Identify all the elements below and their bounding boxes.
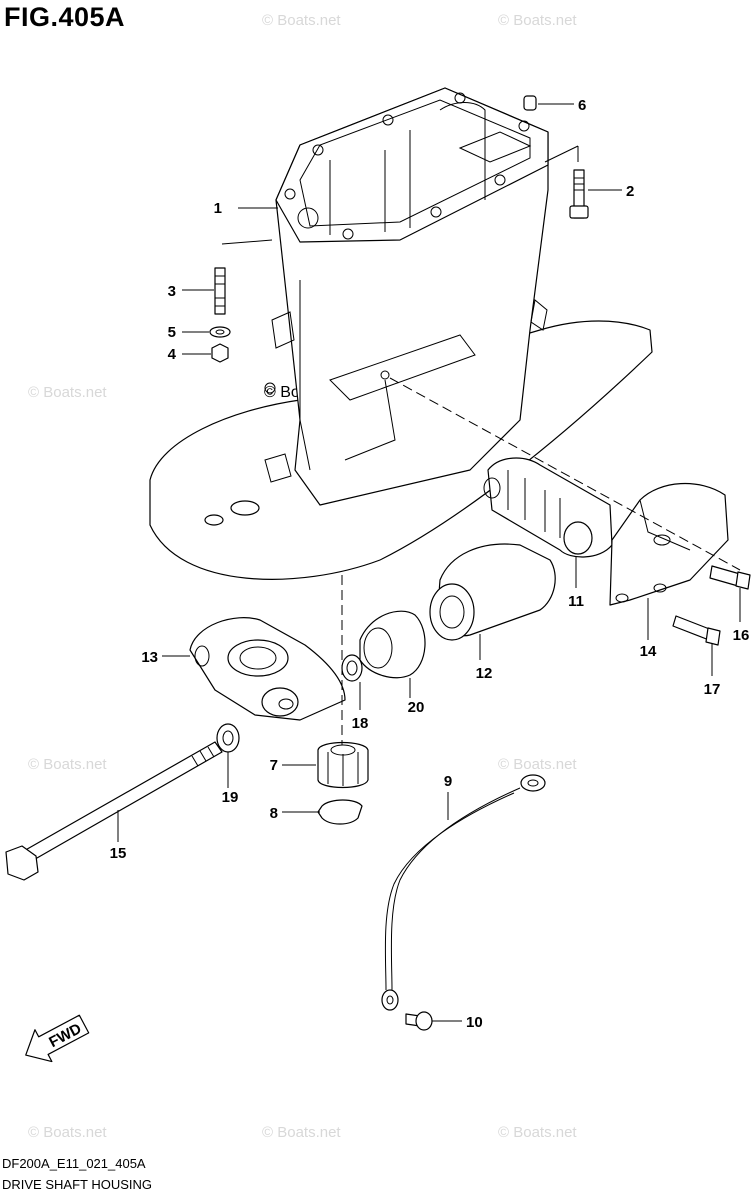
fwd-arrow: FWD (25, 1014, 90, 1063)
flange-bolt (569, 169, 589, 219)
watermark: © Boats.net (262, 1124, 341, 1141)
castle-nut (317, 741, 369, 789)
figure-title: FIG.405A (4, 2, 126, 32)
o-ring (317, 799, 363, 825)
long-bolt (5, 741, 223, 881)
watermark: © Boats.net (262, 12, 341, 29)
stud-bolt (214, 267, 226, 315)
ground-wire (381, 774, 546, 1011)
washer (209, 326, 231, 338)
nut (211, 343, 229, 363)
figure-name: DRIVE SHAFT HOUSING (2, 1177, 153, 1192)
drive-shaft-housing (149, 87, 653, 580)
callout-9: 9 (444, 773, 452, 790)
callout-16: 16 (733, 627, 750, 644)
watermark: © Boats.net (28, 756, 107, 773)
callout-5: 5 (168, 324, 176, 341)
callout-8: 8 (270, 805, 278, 822)
figure-code: DF200A_E11_021_405A (2, 1156, 146, 1171)
watermark: © Boats.net (498, 756, 577, 773)
callout-20: 20 (408, 699, 425, 716)
mount-damper (429, 543, 556, 641)
callout-10: 10 (466, 1014, 483, 1031)
callout-3: 3 (168, 283, 176, 300)
callout-12: 12 (476, 665, 493, 682)
callout-15: 15 (110, 845, 127, 862)
watermark: © Boats.net (498, 1124, 577, 1141)
damper-sleeve (359, 610, 426, 679)
watermark: © Boats.net (498, 12, 577, 29)
callout-13: 13 (141, 649, 158, 666)
callout-1: 1 (214, 200, 222, 217)
dowel-pin (523, 95, 537, 111)
watermark: © Boats.net (28, 384, 107, 401)
callout-18: 18 (352, 715, 369, 732)
mount-bracket (609, 483, 729, 606)
watermark: © Boats.net (28, 1124, 107, 1141)
ground-screw (405, 1011, 433, 1031)
mount-rubber (483, 457, 613, 558)
bracket-bolt-upper (709, 565, 751, 590)
callout-14: 14 (640, 643, 657, 660)
callout-7: 7 (270, 757, 278, 774)
callout-17: 17 (704, 681, 721, 698)
bracket-bolt-lower (672, 615, 721, 646)
callout-6: 6 (578, 97, 586, 114)
callout-4: 4 (168, 346, 177, 363)
callout-19: 19 (222, 789, 239, 806)
callout-labels: 1 2 3 4 5 6 7 8 9 10 11 12 13 14 15 16 1… (110, 97, 750, 1031)
thrust-washer (341, 654, 363, 682)
callout-11: 11 (568, 593, 584, 610)
bolt-washer (216, 723, 240, 753)
mount-clamp (189, 617, 346, 721)
callout-2: 2 (626, 183, 634, 200)
